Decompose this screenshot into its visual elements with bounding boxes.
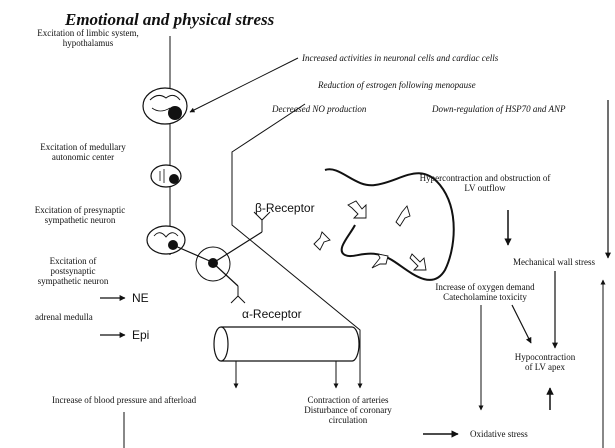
beta-receptor-icon <box>254 212 270 232</box>
note-hsp-downregulation: Down-regulation of HSP70 and ANP <box>432 104 566 114</box>
page-title: Emotional and physical stress <box>65 10 274 30</box>
effect-mechanical-wall-stress: Mechanical wall stress <box>513 257 595 267</box>
brain-section-icon <box>143 88 187 124</box>
effect-blood-pressure: Increase of blood pressure and afterload <box>52 395 196 405</box>
label-epi: Epi <box>132 328 149 342</box>
alpha-receptor-icon <box>231 286 245 303</box>
label-postsynaptic-excitation: Excitation of postsynaptic sympathetic n… <box>18 256 128 286</box>
medulla-section-icon <box>151 165 181 187</box>
label-ne: NE <box>132 291 149 305</box>
note-no-production: Decreased NO production <box>272 104 366 114</box>
note-neuronal-activity: Increased activities in neuronal cells a… <box>302 53 498 63</box>
effect-artery-contraction: Contraction of arteries Disturbance of c… <box>288 395 408 425</box>
effect-hypocontraction: Hypocontraction of LV apex <box>505 352 585 372</box>
note-estrogen-reduction: Reduction of estrogen following menopaus… <box>318 80 476 90</box>
label-beta-receptor: β-Receptor <box>255 201 315 215</box>
label-adrenal-medulla: adrenal medulla <box>35 312 93 322</box>
effect-oxygen-demand: Increase of oxygen demand Catecholamine … <box>420 282 550 302</box>
artery-cylinder-icon <box>214 327 359 361</box>
label-presynaptic-excitation: Excitation of presynaptic sympathetic ne… <box>10 205 150 225</box>
effect-oxidative-stress: Oxidative stress <box>470 429 528 439</box>
lv-contraction-arrows <box>314 201 426 270</box>
spinal-cord-icon <box>147 226 185 254</box>
ganglion-icon <box>173 232 262 286</box>
label-alpha-receptor: α-Receptor <box>242 307 302 321</box>
label-limbic-excitation: Excitation of limbic system, hypothalamu… <box>18 28 158 48</box>
label-medullary-excitation: Excitation of medullary autonomic center <box>18 142 148 162</box>
effect-hypercontraction: Hypercontraction and obstruction of LV o… <box>400 173 570 193</box>
